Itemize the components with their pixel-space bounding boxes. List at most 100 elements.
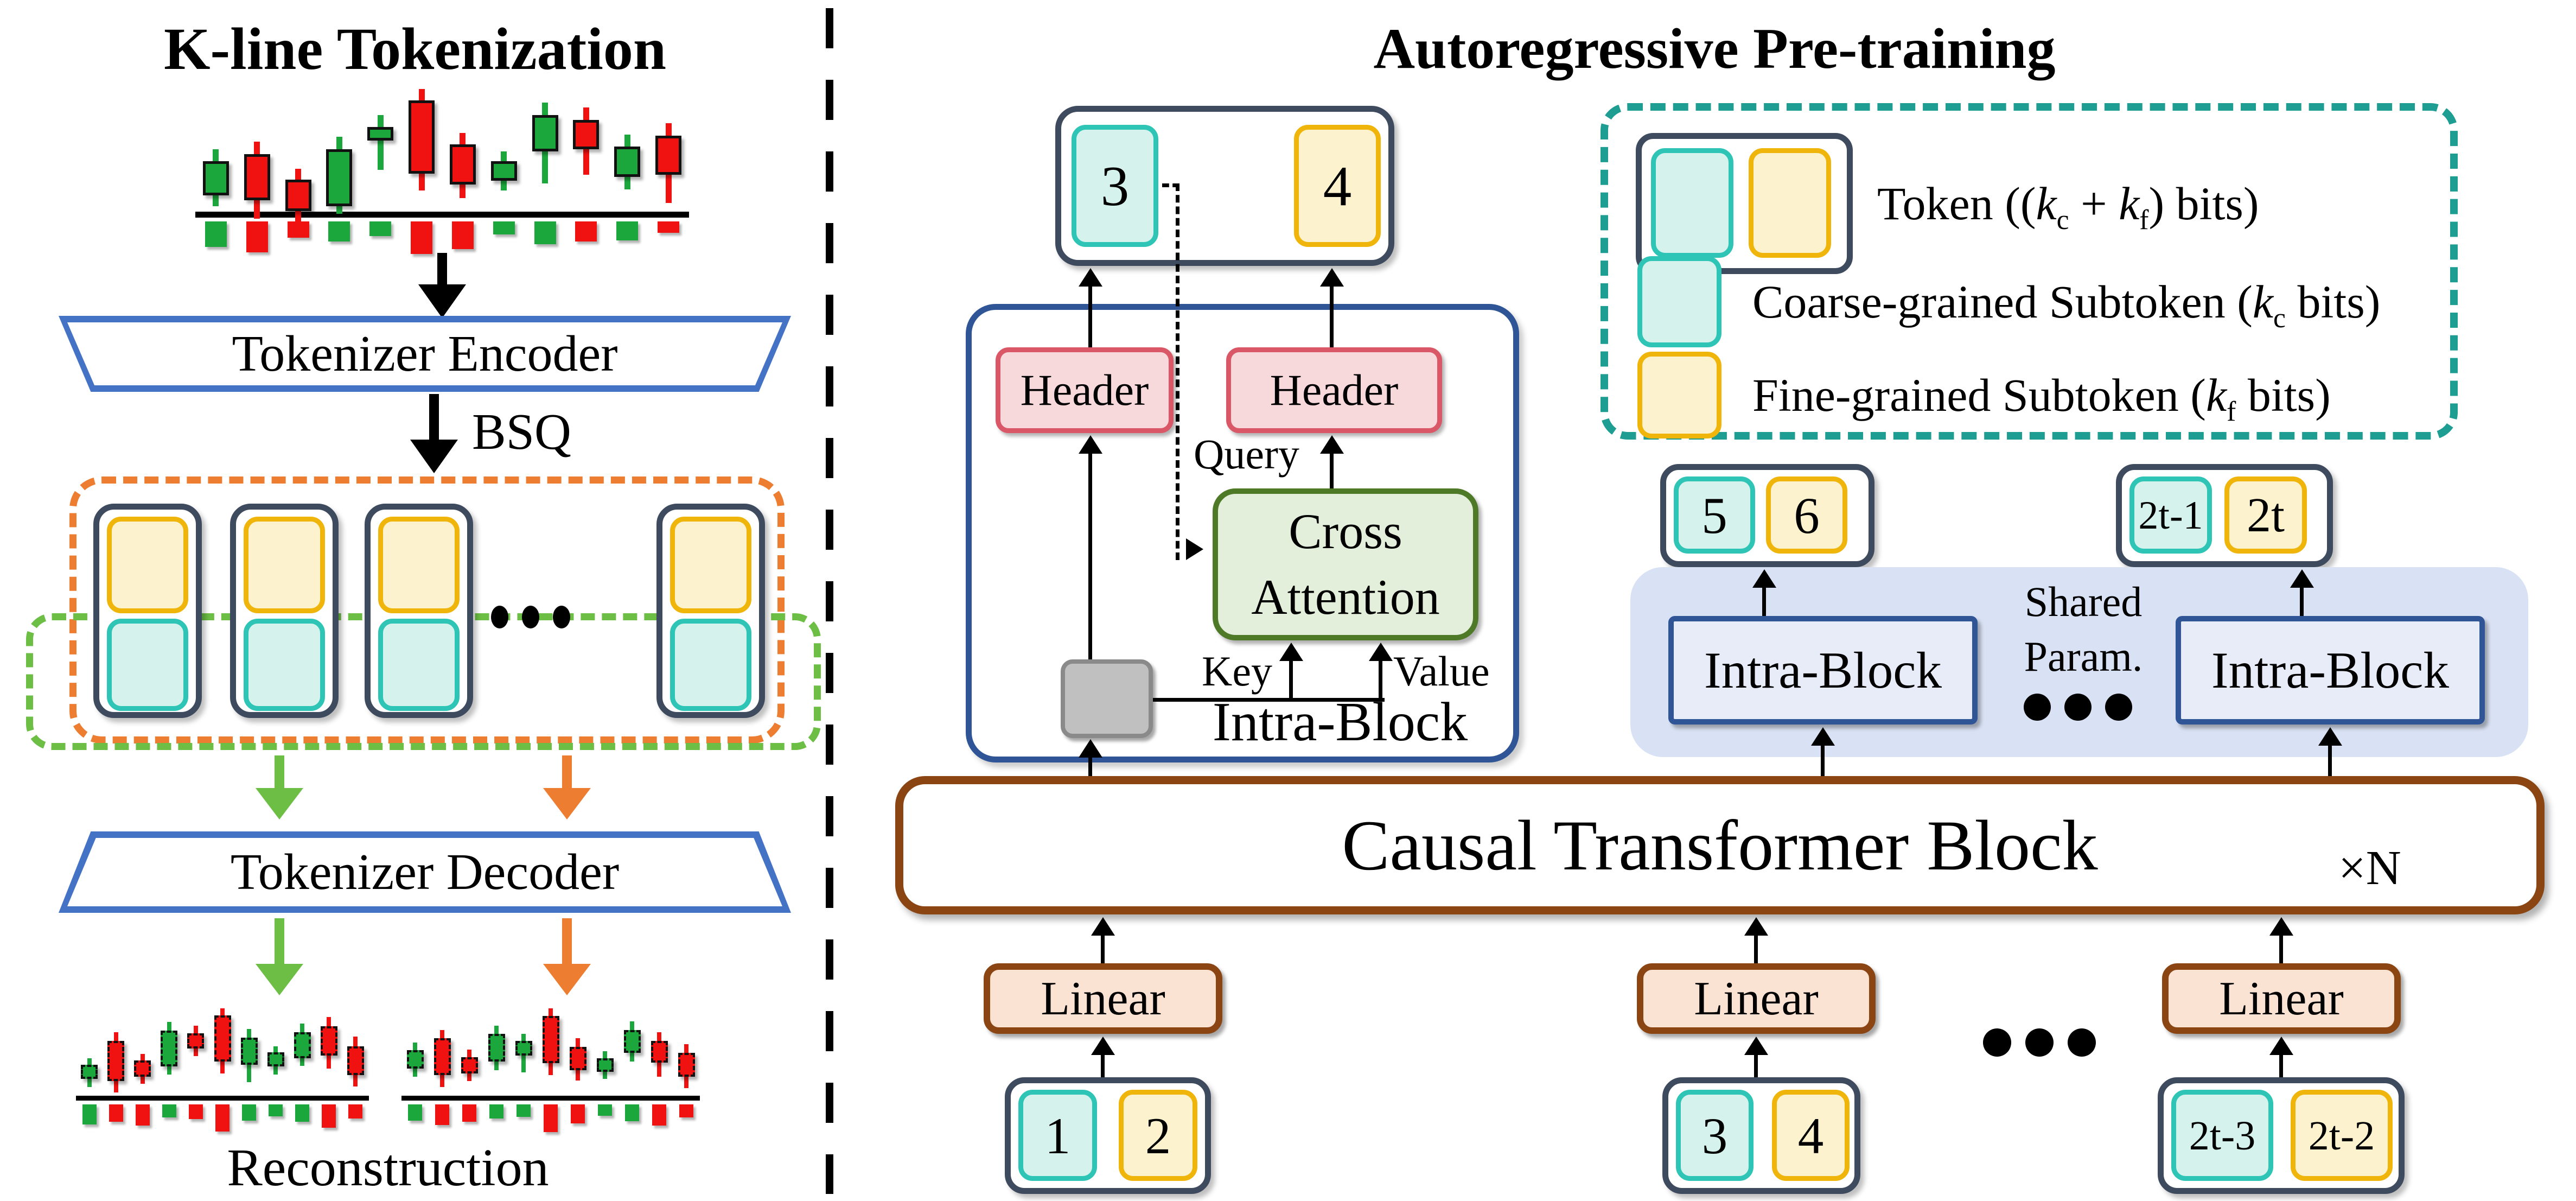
chart-axis-line [76, 1096, 369, 1101]
legend-box [1601, 103, 2458, 440]
math-k: k [2252, 276, 2274, 328]
candle-body [107, 1041, 125, 1082]
legend-row-fine-label: Fine-grained Subtoken (kf bits) [1752, 352, 2331, 439]
candle-body [161, 1031, 178, 1067]
value-label: Value [1393, 647, 1490, 695]
candle-body [214, 1015, 231, 1062]
ellipsis-dot [2068, 1028, 2096, 1057]
volume-bar [411, 221, 433, 254]
cross-attention-box: Cross Attention [1213, 488, 1478, 640]
candle-body [515, 1041, 532, 1056]
candle-body [326, 149, 353, 207]
linear-box-2: Linear [1637, 963, 1876, 1034]
math-sub: f [2227, 396, 2236, 428]
candle-body [267, 1052, 284, 1067]
volume-bar [215, 1104, 229, 1132]
latent-gray-square [1061, 659, 1153, 738]
volume-bar [462, 1104, 476, 1122]
ellipsis-dots-intra [2024, 694, 2051, 721]
coarse-subtoken-2 [244, 619, 325, 711]
math-sub: f [2139, 205, 2149, 236]
candle-body [488, 1034, 505, 1062]
volume-bar [544, 1104, 558, 1133]
volume-bar [287, 221, 309, 238]
query-dashed-nub [1162, 183, 1179, 187]
reconstruction-chart-left [76, 1008, 369, 1134]
input-subtoken-4: 4 [1772, 1090, 1850, 1181]
subtoken-2t-1: 2t-1 [2129, 476, 2212, 554]
volume-bar [489, 1104, 503, 1119]
volume-bar [369, 221, 392, 236]
candle-body [651, 1041, 668, 1063]
candle-body [573, 119, 600, 149]
header-box-fine: Header [1226, 347, 1442, 433]
volume-bar [295, 1104, 310, 1122]
intra-block-box-right: Intra-Block [2176, 616, 2485, 725]
volume-bar [598, 1104, 612, 1116]
candle-body [285, 179, 311, 212]
left-panel-title: K-line Tokenization [163, 16, 667, 82]
volume-bar [162, 1104, 176, 1118]
key-label: Key [1202, 647, 1272, 695]
volume-bar [242, 1104, 257, 1121]
tokenizer-encoder-inner [67, 322, 782, 385]
shared-param-label: Shared Param. [2024, 578, 2143, 681]
input-subtoken-2t-2: 2t-2 [2291, 1090, 2393, 1181]
volume-bar [188, 1104, 203, 1119]
candle-body [542, 1016, 559, 1064]
output-subtoken-4: 4 [1294, 125, 1381, 247]
legend-row-token-label: Token ((kc + kf) bits) [1877, 133, 2259, 274]
volume-bar [652, 1104, 666, 1126]
volume-bar [408, 1104, 422, 1121]
volume-bar [534, 221, 556, 244]
candle-body [320, 1026, 337, 1056]
linear-box-1: Linear [984, 963, 1222, 1034]
coarse-row-green-group [26, 613, 821, 750]
candle-body [134, 1060, 151, 1077]
volume-bar [571, 1104, 585, 1124]
legend-token-coarse-icon [1651, 148, 1733, 258]
candle-body [244, 154, 270, 200]
linear-box-3: Linear [2162, 963, 2401, 1034]
tokenizer-encoder-label: Tokenizer Encoder [232, 326, 618, 382]
math-sub: c [2273, 303, 2286, 334]
tokenizer-decoder-inner [67, 838, 782, 906]
query-dashed-line [1176, 183, 1179, 560]
legend-text: + [2069, 177, 2119, 230]
candle-body [202, 161, 229, 195]
input-subtoken-2t-3: 2t-3 [2171, 1090, 2273, 1181]
chart-axis-line [401, 1096, 700, 1101]
candle-body [347, 1046, 364, 1076]
candle-body [678, 1053, 695, 1077]
fine-subtoken-2 [244, 517, 325, 613]
ellipsis-dot [2064, 694, 2092, 721]
subtoken-6: 6 [1766, 476, 1847, 554]
candle-body [490, 161, 517, 181]
token-sequence-orange-group [69, 476, 785, 744]
causal-transformer-label: Causal Transformer Block [1342, 805, 2098, 885]
candle-body [449, 144, 476, 185]
candle-body [623, 1030, 641, 1053]
candle-body [655, 135, 682, 175]
volume-bar [109, 1104, 123, 1122]
volume-bar [616, 221, 639, 240]
intra-block-box-left: Intra-Block [1668, 616, 1978, 725]
legend-token-fine-icon [1749, 148, 1831, 258]
causal-transformer-block [895, 776, 2545, 914]
volume-bar [435, 1104, 449, 1125]
reconstruction-label: Reconstruction [227, 1139, 549, 1197]
math-k: k [2205, 369, 2227, 421]
legend-text: ) bits) [2148, 177, 2259, 230]
ellipsis-dot [522, 606, 539, 628]
legend-row-coarse-label: Coarse-grained Subtoken (kc bits) [1752, 256, 2380, 347]
volume-bar [348, 1104, 363, 1119]
query-arrowhead [1186, 538, 1203, 560]
candle-body [187, 1033, 205, 1049]
math-k: k [2119, 177, 2140, 230]
volume-bar [517, 1104, 531, 1117]
fine-subtoken-3 [378, 517, 460, 613]
fine-subtoken-1 [107, 517, 188, 613]
math-sub: c [2056, 205, 2069, 236]
coarse-subtoken-3 [378, 619, 460, 711]
